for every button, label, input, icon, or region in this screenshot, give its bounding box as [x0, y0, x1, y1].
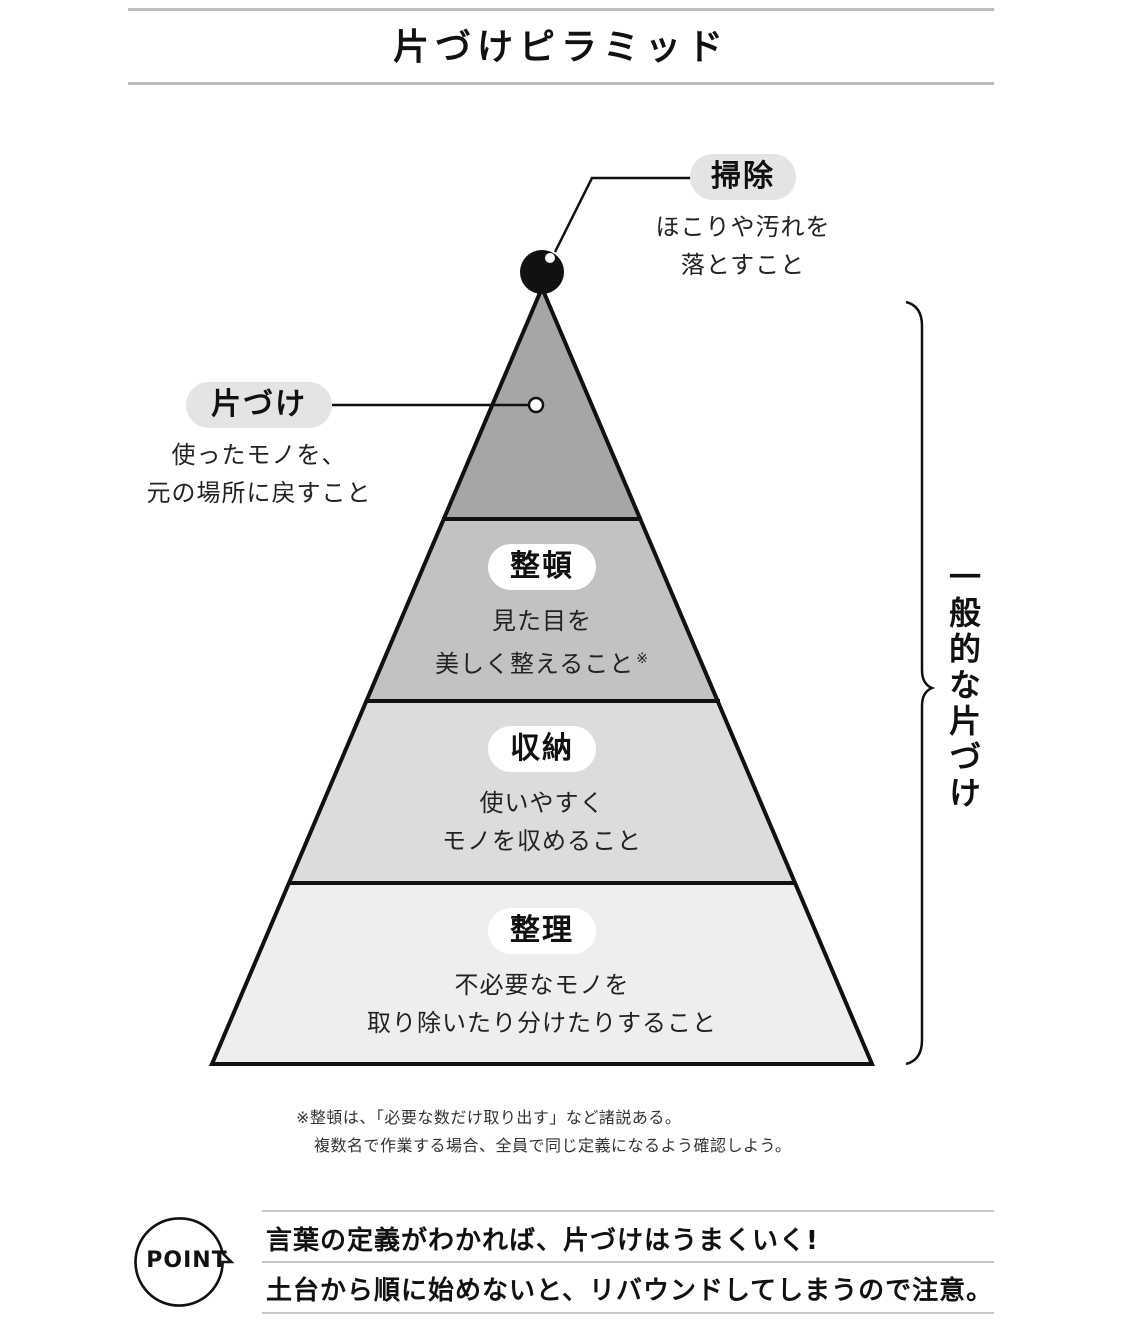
- desc-seiton-line-2: 美しく整えること※: [402, 640, 682, 683]
- desc-seiton: 見た目を 美しく整えること※: [402, 602, 682, 683]
- apex-ball-highlight: [545, 253, 555, 263]
- desc-shuno: 使いやすく モノを収めること: [402, 784, 682, 860]
- leader-dot-katazuke: [527, 396, 545, 414]
- point-line-1: 言葉の定義がわかれば、片づけはうまくいく!: [266, 1226, 819, 1256]
- pyramid-tier-shuno: [290, 701, 796, 883]
- page-title: 片づけピラミッド: [392, 27, 729, 68]
- label-soji: 掃除: [690, 154, 796, 200]
- apex-ball: [520, 250, 564, 294]
- point-rule-2: [262, 1261, 994, 1263]
- desc-katazuke-line-1: 使ったモノを、: [171, 441, 347, 469]
- label-seiri: 整理: [488, 908, 596, 954]
- desc-seiri: 不必要なモノを 取り除いたり分けたりすること: [342, 966, 742, 1042]
- desc-seiri-line-2: 取り除いたり分けたりすること: [367, 1009, 717, 1037]
- desc-soji-line-2: 落とすこと: [680, 251, 806, 279]
- label-shuno: 収納: [488, 726, 596, 772]
- desc-seiton-line-1: 見た目を: [492, 607, 592, 635]
- desc-shuno-line-2: モノを収めること: [442, 827, 642, 855]
- point-badge-text: POINT: [146, 1248, 228, 1273]
- leader-line-soji: [553, 176, 692, 253]
- title-rule-top: [128, 8, 994, 11]
- pyramid-tier-seiri: [212, 883, 872, 1064]
- pyramid-outline: [208, 282, 876, 1066]
- point-line-2: 土台から順に始めないと、リバウンドしてしまうので注意。: [266, 1276, 994, 1306]
- desc-seiton-line-2-text: 美しく整えること: [434, 650, 635, 678]
- desc-katazuke-line-2: 元の場所に戻すこと: [146, 479, 372, 507]
- point-badge-icon: [134, 1217, 235, 1307]
- footnote-line-2: 複数名で作業する場合、全員で同じ定義になるよう確認しよう。: [314, 1136, 792, 1155]
- label-seiton: 整頓: [488, 544, 596, 590]
- bracket-label: 一般的な片づけ: [944, 560, 982, 812]
- desc-soji-line-1: ほこりや汚れを: [655, 213, 831, 241]
- footnote-mark: ※: [636, 651, 649, 667]
- desc-katazuke: 使ったモノを、 元の場所に戻すこと: [130, 436, 388, 512]
- desc-soji: ほこりや汚れを 落とすこと: [620, 208, 866, 284]
- label-katazuke: 片づけ: [186, 382, 332, 428]
- bracket: [905, 300, 936, 1066]
- title-rule-bottom: [128, 82, 994, 85]
- point-rule-1: [262, 1210, 994, 1212]
- desc-seiri-line-1: 不必要なモノを: [454, 971, 630, 999]
- footnote-line-1: ※整頓は、「必要な数だけ取り出す」など諸説ある。: [296, 1108, 682, 1127]
- point-rule-3: [262, 1312, 994, 1314]
- pyramid-tier-seiton: [365, 519, 720, 701]
- desc-shuno-line-1: 使いやすく: [479, 789, 605, 817]
